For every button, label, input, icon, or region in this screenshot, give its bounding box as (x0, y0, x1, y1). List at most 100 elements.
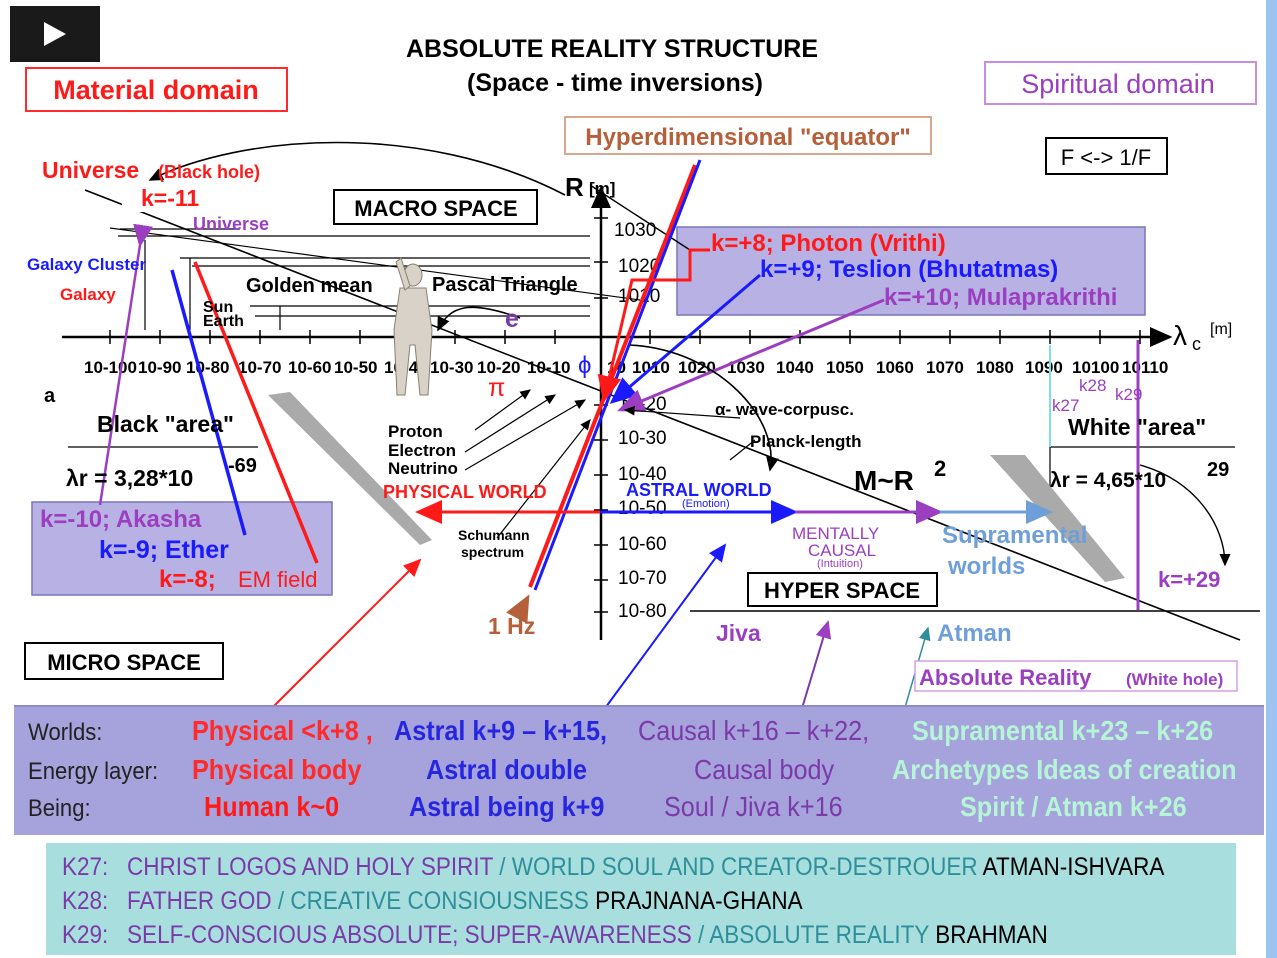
teslion-blue-arrow (609, 273, 761, 404)
k29-key: K29: (62, 921, 109, 949)
black-hole-label: (Black hole) (158, 162, 260, 182)
svg-text:10-10: 10-10 (527, 358, 570, 377)
phi-label: ϕ (578, 352, 591, 379)
svg-text:1070: 1070 (926, 358, 964, 377)
lambda-r-white-exp: 29 (1207, 459, 1229, 481)
akasha-k8-label: k=-8; (159, 566, 216, 593)
lambda-axis-sub: c (1192, 334, 1201, 354)
material-domain-label: Material domain (53, 75, 259, 105)
golden-mean-label: Golden mean (246, 275, 373, 297)
spiritual-domain-box (984, 61, 1257, 105)
akasha-k10-label: k=-10; Akasha (40, 506, 202, 533)
planck-label: Planck-length (750, 432, 861, 451)
k28-part-c: PRAJNANA-GHANA (595, 887, 803, 915)
svg-text:1080: 1080 (976, 358, 1014, 377)
svg-text:10-30: 10-30 (430, 358, 473, 377)
k29-right-label: k=+29 (1158, 567, 1220, 592)
e-curve-arrow (437, 306, 521, 332)
lambda-axis-unit: [m] (1210, 321, 1232, 338)
particle-pointers (464, 389, 756, 539)
lambda-r-white: λr = 4,65*10 (1050, 469, 1166, 492)
k27-small-label: k27 (1052, 396, 1079, 415)
white-hole-label: (White hole) (1126, 670, 1223, 689)
k27-part-c: ATMAN-ISHVARA (982, 853, 1165, 881)
svg-text:10-90: 10-90 (138, 358, 181, 377)
r-axis-unit: [m] (589, 179, 615, 198)
svg-text:1020: 1020 (678, 358, 716, 377)
svg-text:1020: 1020 (618, 256, 660, 277)
svg-text:1030: 1030 (727, 358, 765, 377)
upper-right-line (589, 184, 691, 251)
galaxy-red-line (193, 261, 319, 564)
svg-text:1040: 1040 (776, 358, 814, 377)
sun-label: Sun (203, 299, 233, 316)
k28-part-b: CREATIVE CONSIOUSNESS (290, 887, 589, 915)
being-supramental: Spirit / Atman k+26 (960, 791, 1187, 822)
k29-row: K29: SELF-CONSCIOUS ABSOLUTE; SUPER-AWAR… (62, 921, 1048, 949)
being-astral: Astral being k+9 (409, 791, 605, 822)
svg-text:10-40: 10-40 (618, 464, 667, 485)
svg-text:10-100: 10-100 (84, 358, 137, 377)
physical-connector (264, 558, 422, 716)
lambda-r-black: λr = 3,28*10 (66, 465, 193, 491)
k28-small-label: k28 (1079, 376, 1106, 395)
svg-text:10-30: 10-30 (618, 428, 667, 449)
k27-row: K27: CHRIST LOGOS AND HOLY SPIRIT / WORL… (62, 853, 1165, 881)
svg-text:1060: 1060 (876, 358, 914, 377)
svg-text:10-80: 10-80 (618, 601, 667, 622)
white-area-streak (990, 455, 1125, 582)
x-axis-ticks (109, 330, 1141, 344)
universe-curve-arrow (148, 141, 566, 196)
k27-part-a: CHRIST LOGOS AND HOLY SPIRIT (127, 853, 493, 881)
hyper-space-box (747, 572, 938, 607)
right-curve-arrow (1139, 464, 1231, 567)
worlds-physical: Physical <k+8 , (192, 715, 373, 746)
svg-text:10-50: 10-50 (334, 358, 377, 377)
hyper-space-label: HYPER SPACE (764, 578, 920, 603)
photon-box (676, 226, 1146, 316)
astral-connector (599, 543, 727, 716)
electron-label: Electron (388, 441, 456, 460)
k28-row: K28: FATHER GOD / CREATIVE CONSIOUSNESS … (62, 887, 803, 915)
physical-world-label: PHYSICAL WORLD (383, 482, 547, 502)
pascal-label: Pascal Triangle (432, 274, 578, 296)
universe-label: Universe (42, 157, 139, 183)
galaxy-label: Galaxy (60, 285, 116, 304)
photon-k9-label: k=+9; Teslion (Bhutatmas) (760, 256, 1058, 283)
a-label: a (44, 385, 56, 407)
schumann-label: Schumann (458, 527, 530, 543)
energy-astral: Astral double (426, 754, 588, 785)
schumann-connector (506, 594, 530, 624)
material-domain-box (25, 67, 288, 112)
main-diagonal-line (84, 189, 1241, 641)
being-physical: Human k~0 (204, 791, 340, 822)
energy-supramental: Archetypes Ideas of creation (892, 754, 1237, 785)
atman-label: Atman (937, 620, 1012, 647)
mr2-label: M~R (854, 465, 914, 496)
causal-connector (799, 620, 832, 716)
svg-text:1030: 1030 (614, 220, 656, 241)
worlds-supramental: Supramental k+23 – k+26 (912, 715, 1214, 746)
energy-physical: Physical body (192, 754, 362, 785)
galaxy-blue-line (170, 269, 247, 536)
intuition-label: (Intuition) (817, 558, 863, 570)
worlds-header: Worlds: (28, 719, 103, 746)
lambda-axis-label: λ (1173, 320, 1187, 351)
hyper-equator-box (564, 116, 932, 155)
black-area-label: Black "area" (97, 411, 234, 437)
worlds-astral: Astral k+9 – k+15, (394, 715, 607, 746)
mulaprakrithi-purple-arrow (617, 298, 885, 412)
universe-k-box (122, 184, 222, 212)
akasha-purple-line (98, 223, 153, 506)
universe-marker-label: Universe (193, 214, 269, 234)
play-button[interactable] (10, 6, 100, 62)
micro-space-label: MICRO SPACE (47, 650, 201, 675)
hyper-equator-label: Hyperdimensional "equator" (585, 124, 911, 151)
svg-text:10-60: 10-60 (288, 358, 331, 377)
k27-part-b: WORLD SOUL AND CREATOR-DESTROUER (511, 853, 978, 881)
k27-key: K27: (62, 853, 109, 881)
absolute-reality-box (914, 660, 1238, 692)
svg-text:10-80: 10-80 (186, 358, 229, 377)
svg-text:10110: 10110 (1122, 358, 1168, 377)
